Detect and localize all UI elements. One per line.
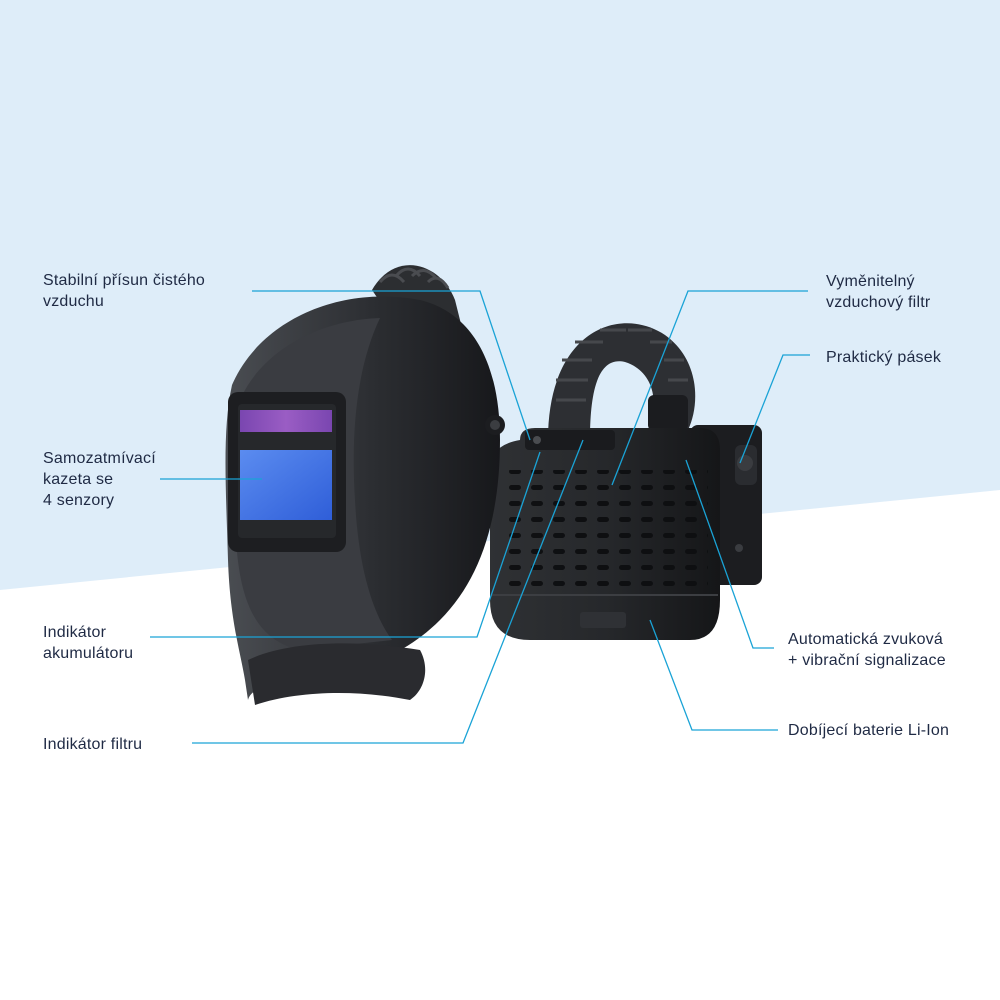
callout-battery-indicator: Indikátor akumulátoru [43, 624, 134, 662]
callout-li-ion-battery: Dobíjecí baterie Li-Ion [788, 722, 950, 739]
leader-li-ion [649, 619, 778, 731]
welding-helmet [225, 296, 505, 705]
leader-alarm [685, 459, 774, 649]
blower-unit [490, 428, 720, 640]
callout-filter-indicator: Indikátor filtru [43, 736, 143, 753]
sensor-strip [240, 410, 332, 432]
auto-darkening-visor [240, 450, 332, 520]
callout-air-supply: Stabilní přísun čistého vzduchu [43, 272, 206, 310]
callout-replaceable-filter: Vyměnitelný vzduchový filtr [826, 273, 931, 311]
callout-belt: Praktický pásek [826, 349, 942, 366]
callout-alarm: Automatická zvuková + vibrační signaliza… [788, 631, 946, 669]
leader-battery-indicator [150, 451, 541, 638]
callout-auto-darkening-cassette: Samozatmívací kazeta se 4 senzory [43, 450, 156, 509]
leader-air [252, 290, 531, 441]
leader-belt [739, 354, 810, 464]
unit-hose [548, 323, 696, 440]
leader-filter [611, 290, 808, 486]
leader-filter-indicator [192, 439, 584, 744]
